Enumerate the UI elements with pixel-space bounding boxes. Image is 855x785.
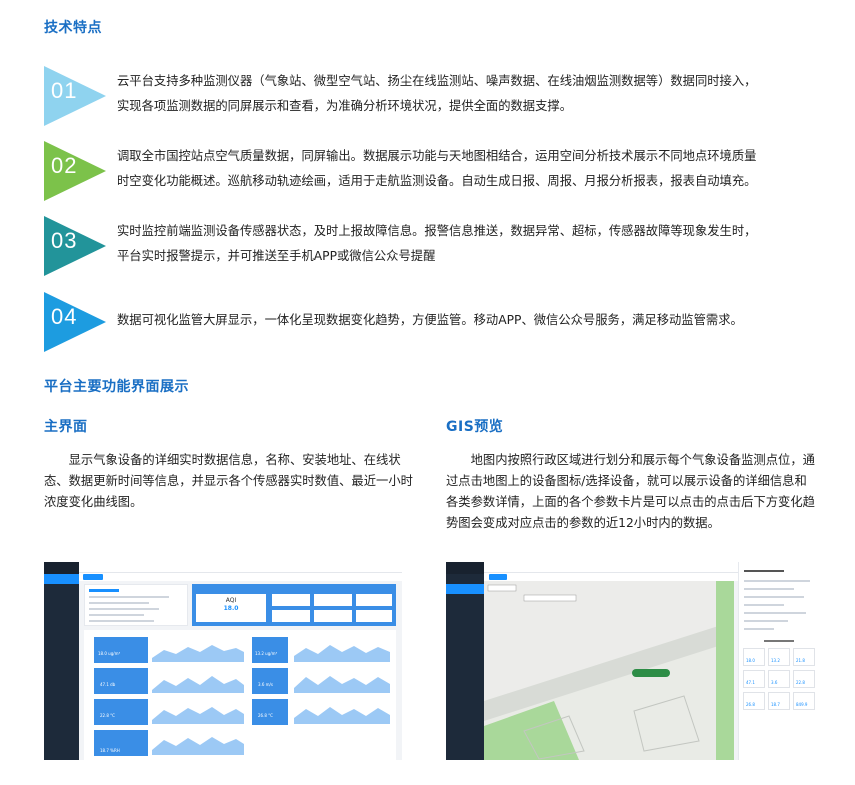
badge-number: 02	[51, 153, 78, 178]
badge-number: 03	[51, 228, 78, 253]
param-card[interactable]: 13.2	[768, 648, 790, 666]
section-title-tech: 技术特点	[44, 20, 102, 36]
badge-number: 04	[51, 304, 78, 329]
param-card[interactable]: 18.7	[768, 692, 790, 710]
feature-line: 时空变化功能概述。巡航移动轨迹绘画，适用于走航监测设备。自动生成日报、周报、月报…	[117, 174, 757, 188]
sensor-card: 3.6 m/s	[252, 668, 288, 694]
aqi-value: 18.0	[223, 605, 239, 612]
device-info-card	[84, 584, 188, 626]
badge-04: 04	[44, 292, 106, 352]
feature-text: 云平台支持多种监测仪器（气象站、微型空气站、扬尘在线监测站、噪声数据、在线油烟监…	[117, 69, 829, 119]
main-ui-description: 显示气象设备的详细实时数据信息，名称、安装地址、在线状态、数据更新时间等信息，并…	[44, 453, 413, 509]
screenshot-topbar	[484, 562, 818, 573]
arrow-badge-icon	[44, 141, 106, 201]
param-card[interactable]: 18.0	[743, 648, 765, 666]
param-card[interactable]: 22.8	[793, 670, 815, 688]
sensor-card: 18.0 ug/m³	[94, 637, 148, 663]
main-ui-screenshot: AQI 18.0 18.0 ug/m³ 13.2 ug/m³ 47.1 db 3…	[44, 562, 402, 760]
screenshot-sidebar	[446, 562, 484, 760]
feature-item-2: 02 调取全市国控站点空气质量数据，同屏输出。数据展示功能与天地图相结合，运用空…	[44, 141, 824, 201]
sensor-card: 18.7 %RH	[94, 730, 148, 756]
badge-03: 03	[44, 216, 106, 276]
device-detail-panel: 18.0 13.2 21.8 47.1 3.6 22.8 26.8 18.7 8…	[738, 562, 818, 760]
feature-item-3: 03 实时监控前端监测设备传感器状态，及时上报故障信息。报警信息推送，数据异常、…	[44, 216, 824, 276]
map-canvas	[484, 581, 734, 760]
param-card[interactable]: 21.8	[793, 648, 815, 666]
badge-01: 01	[44, 66, 106, 126]
param-card[interactable]: 26.8	[743, 692, 765, 710]
subsection-title-gis: GIS预览	[446, 419, 504, 435]
feature-line: 平台实时报警提示，并可推送至手机APP或微信公众号提醒	[117, 249, 436, 263]
map-view[interactable]	[484, 581, 734, 760]
screenshot-sidebar	[44, 562, 79, 760]
sensor-card: 47.1 db	[94, 668, 148, 694]
feature-line: 数据可视化监管大屏显示，一体化呈现数据变化趋势，方便监管。移动APP、微信公众号…	[117, 313, 743, 327]
aqi-label: AQI	[225, 597, 237, 604]
feature-item-4: 04 数据可视化监管大屏显示，一体化呈现数据变化趋势，方便监管。移动APP、微信…	[44, 292, 824, 352]
screenshot-topbar	[79, 562, 402, 573]
gis-screenshot: 18.0 13.2 21.8 47.1 3.6 22.8 26.8 18.7 8…	[446, 562, 818, 760]
subsection-title-main-ui: 主界面	[44, 419, 88, 435]
section-title-platform: 平台主要功能界面展示	[44, 379, 189, 395]
feature-line: 调取全市国控站点空气质量数据，同屏输出。数据展示功能与天地图相结合，运用空间分析…	[117, 149, 757, 163]
sensor-card: 22.8 °C	[94, 699, 148, 725]
feature-line: 实时监控前端监测设备传感器状态，及时上报故障信息。报警信息推送，数据异常、超标，…	[117, 224, 757, 238]
param-card[interactable]: 47.1	[743, 670, 765, 688]
sensor-card: 26.8 °C	[252, 699, 288, 725]
sensor-chart-area: 18.0 ug/m³ 13.2 ug/m³ 47.1 db 3.6 m/s 22…	[84, 630, 396, 760]
arrow-badge-icon	[44, 66, 106, 126]
badge-02: 02	[44, 141, 106, 201]
arrow-badge-icon	[44, 292, 106, 352]
arrow-badge-icon	[44, 216, 106, 276]
feature-text: 调取全市国控站点空气质量数据，同屏输出。数据展示功能与天地图相结合，运用空间分析…	[117, 144, 829, 194]
param-card[interactable]: 849.9	[793, 692, 815, 710]
param-card[interactable]: 3.6	[768, 670, 790, 688]
feature-line: 云平台支持多种监测仪器（气象站、微型空气站、扬尘在线监测站、噪声数据、在线油烟监…	[117, 74, 757, 88]
feature-item-1: 01 云平台支持多种监测仪器（气象站、微型空气站、扬尘在线监测站、噪声数据、在线…	[44, 66, 824, 126]
gis-description: 地图内按照行政区域进行划分和展示每个气象设备监测点位，通过点击地图上的设备图标/…	[446, 453, 815, 530]
sensor-card: 13.2 ug/m³	[252, 637, 288, 663]
badge-number: 01	[51, 78, 78, 103]
trend-charts	[152, 645, 390, 755]
aqi-panel: AQI 18.0	[192, 584, 396, 626]
feature-text: 实时监控前端监测设备传感器状态，及时上报故障信息。报警信息推送，数据异常、超标，…	[117, 219, 829, 269]
feature-text: 数据可视化监管大屏显示，一体化呈现数据变化趋势，方便监管。移动APP、微信公众号…	[117, 308, 829, 333]
feature-line: 实现各项监测数据的同屏展示和查看，为准确分析环境状况，提供全面的数据支撑。	[117, 99, 572, 113]
